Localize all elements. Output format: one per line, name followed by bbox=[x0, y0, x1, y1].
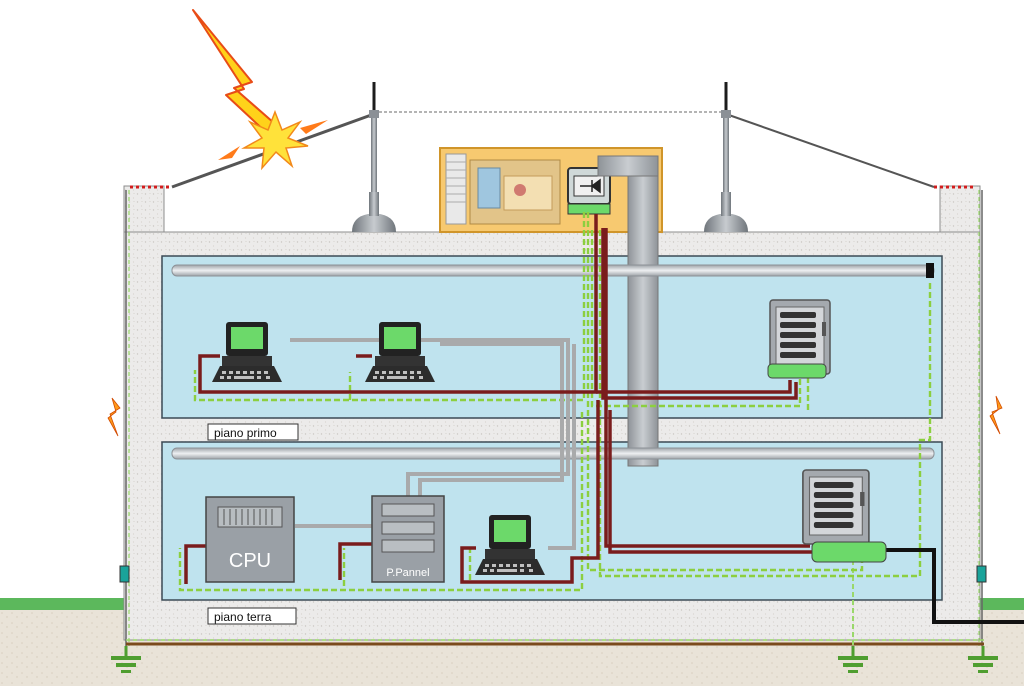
ceiling-bar-ground bbox=[171, 447, 935, 460]
cabinet-icon bbox=[802, 469, 887, 563]
panel-label: P.Pannel bbox=[386, 567, 429, 579]
floor-label-first: piano primo bbox=[207, 423, 299, 441]
ceiling-bar-first bbox=[171, 263, 935, 278]
control-panel-icon bbox=[371, 495, 445, 583]
cpu-label: CPU bbox=[229, 550, 271, 572]
service-cable bbox=[880, 548, 1024, 624]
power-cables bbox=[184, 214, 812, 584]
air-terminal-icon bbox=[352, 82, 396, 232]
spark-icon bbox=[989, 395, 1003, 435]
cabinet-icon bbox=[767, 299, 831, 379]
spark-icon bbox=[218, 109, 328, 171]
vertical-duct bbox=[597, 155, 659, 467]
earth-bonding bbox=[178, 212, 932, 592]
floor-label-ground: piano terra bbox=[207, 607, 297, 625]
svg-text:piano terra: piano terra bbox=[214, 610, 272, 624]
air-terminal-icon bbox=[704, 82, 748, 232]
spark-icon bbox=[107, 397, 121, 437]
cpu-rack-icon bbox=[205, 496, 295, 583]
down-conductors bbox=[119, 190, 987, 646]
svg-text:piano primo: piano primo bbox=[214, 426, 277, 440]
lightning-bolt-icon bbox=[192, 9, 283, 137]
data-cables bbox=[290, 338, 576, 550]
surge-protector-icon bbox=[567, 167, 611, 215]
